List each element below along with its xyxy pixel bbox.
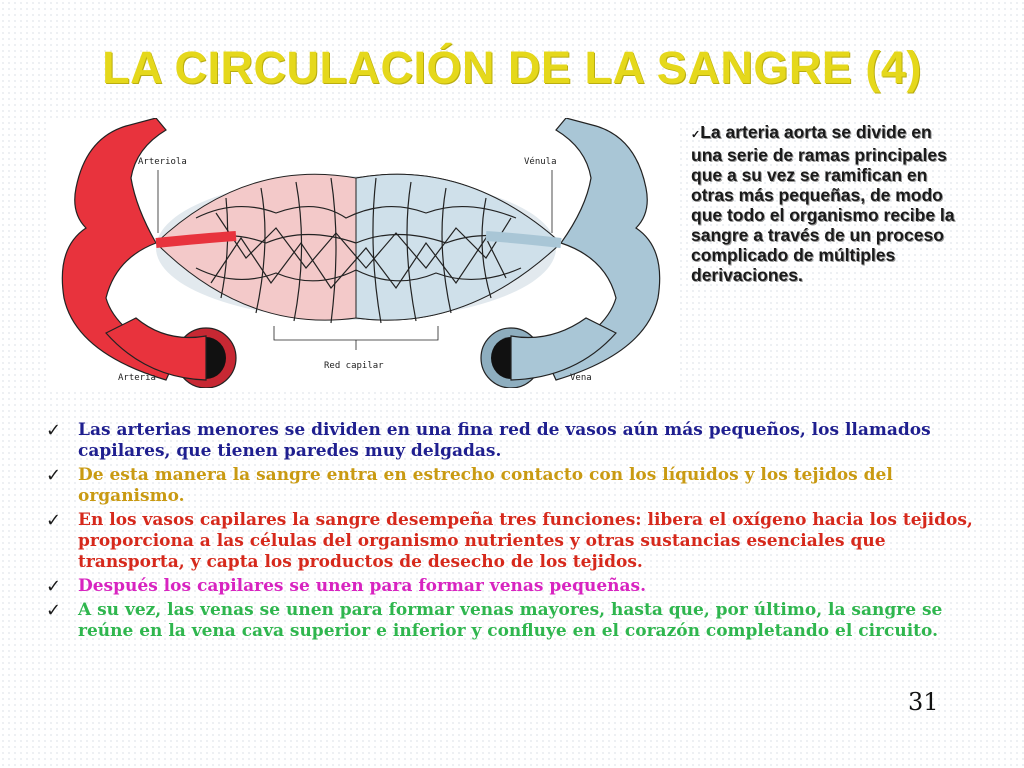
- bullet-text: A su vez, las venas se unen para formar …: [78, 600, 943, 641]
- label-venula: Vénula: [524, 156, 557, 167]
- side-paragraph-text: La arteria aorta se divide en una serie …: [691, 122, 955, 285]
- bullet-item: ✓ De esta manera la sangre entra en estr…: [46, 465, 996, 507]
- check-icon: ✓: [46, 420, 62, 441]
- artery-vessel: [61, 118, 237, 388]
- capillary-network-illustration: Arteriola Vénula Red capilar Arteria Ven…: [61, 118, 661, 388]
- bullet-text: En los vasos capilares la sangre desempe…: [78, 510, 973, 572]
- page-number: 31: [908, 688, 939, 716]
- label-arteria: Arteria: [118, 373, 156, 383]
- bullet-item: ✓ Las arterias menores se dividen en una…: [46, 420, 996, 462]
- label-red-capilar: Red capilar: [324, 361, 384, 371]
- side-paragraph: ✓La arteria aorta se divide en una serie…: [691, 122, 959, 285]
- bullet-text: Las arterias menores se dividen en una f…: [78, 420, 931, 461]
- slide-title: LA CIRCULACIÓN DE LA SANGRE (4): [102, 42, 922, 93]
- label-leaders: [157, 170, 553, 350]
- vein-vessel: [480, 118, 661, 388]
- capillary-mesh: [180, 177, 537, 324]
- check-icon: ✓: [691, 129, 701, 141]
- venous-capillary-half: [355, 173, 562, 321]
- check-icon: ✓: [46, 600, 62, 621]
- bullet-text: Después los capilares se unen para forma…: [78, 576, 646, 596]
- label-vena: Vena: [570, 373, 592, 383]
- capillary-network-diagram: Arteriola Vénula Red capilar Arteria Ven…: [46, 118, 676, 388]
- bullet-item: ✓ Después los capilares se unen para for…: [46, 576, 996, 597]
- bullet-list: ✓ Las arterias menores se dividen en una…: [46, 420, 996, 645]
- check-icon: ✓: [46, 510, 62, 531]
- check-icon: ✓: [46, 465, 62, 486]
- bullet-item: ✓ En los vasos capilares la sangre desem…: [46, 510, 996, 573]
- bullet-text: De esta manera la sangre entra en estrec…: [78, 465, 893, 506]
- bullet-item: ✓ A su vez, las venas se unen para forma…: [46, 600, 996, 642]
- check-icon: ✓: [46, 576, 62, 597]
- label-arteriola: Arteriola: [138, 157, 187, 167]
